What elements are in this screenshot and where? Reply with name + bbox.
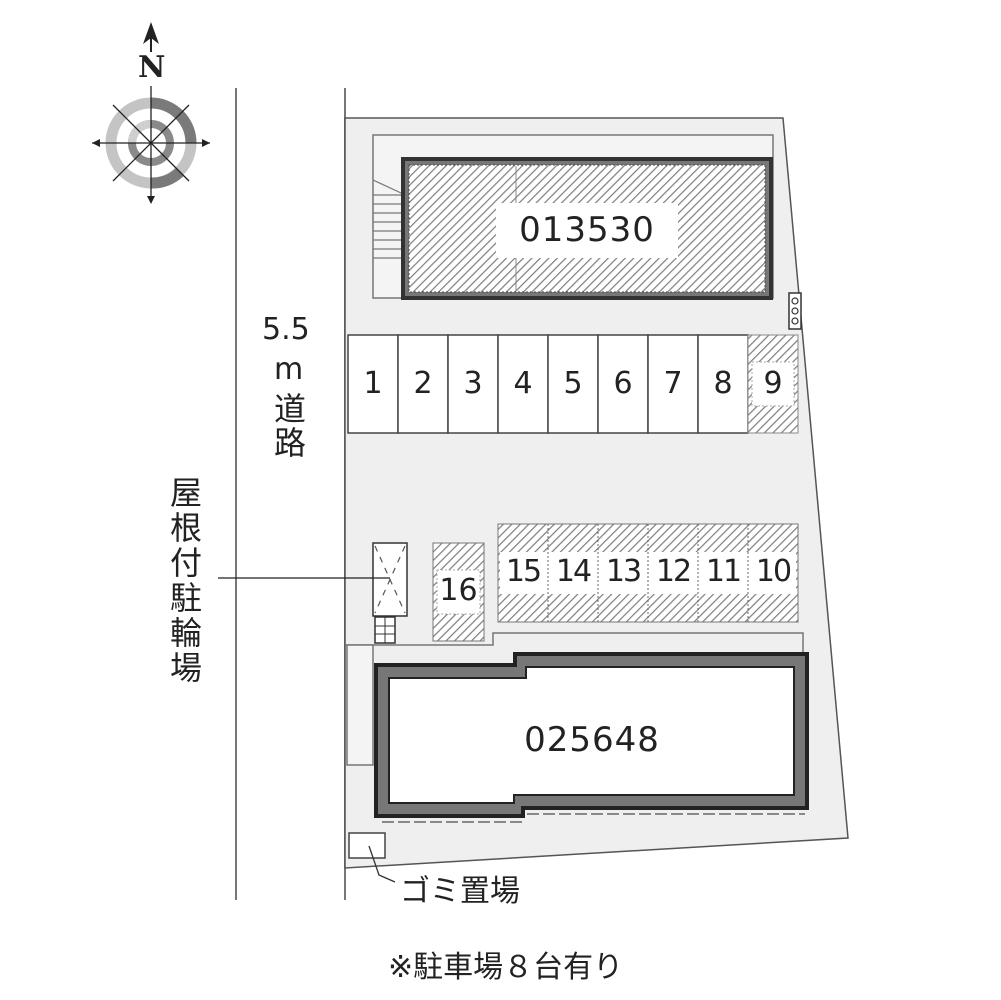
road-width-label: 5.5 xyxy=(262,312,310,347)
building-013530 xyxy=(401,157,773,300)
parking-slot-7: 7 xyxy=(663,366,683,401)
parking-slot-11: 11 xyxy=(705,554,742,589)
parking-row-top xyxy=(347,334,799,434)
parking-slot-16: 16 xyxy=(439,573,478,608)
parking-slot-15: 15 xyxy=(505,554,542,589)
road-unit-label: m xyxy=(274,352,304,387)
parking-slot-13: 13 xyxy=(605,554,642,589)
compass-north-label: N xyxy=(138,50,166,85)
parking-slot-9: 9 xyxy=(763,366,783,401)
parking-slot-10: 10 xyxy=(755,554,792,589)
parking-slot-3: 3 xyxy=(463,366,483,401)
garbage-area xyxy=(348,832,386,859)
compass-rose-icon xyxy=(92,22,210,204)
parking-slot-8: 8 xyxy=(713,366,733,401)
parking-slot-6: 6 xyxy=(613,366,633,401)
parking-slot-5: 5 xyxy=(563,366,583,401)
stairs-icon xyxy=(372,179,402,259)
meter-box-icon xyxy=(788,292,802,330)
parking-slot-12: 12 xyxy=(655,554,692,589)
parking-footnote: ※駐車場８台有り xyxy=(388,950,624,985)
garbage-label: ゴミ置場 xyxy=(400,874,520,909)
building-label-013530: 013530 xyxy=(519,210,655,250)
parking-slot-4: 4 xyxy=(513,366,533,401)
leader-line-garbage xyxy=(368,845,396,883)
parking-slot-14: 14 xyxy=(555,554,592,589)
parking-slot-1: 1 xyxy=(363,366,383,401)
parking-slot-2: 2 xyxy=(413,366,433,401)
building-025648 xyxy=(374,652,809,823)
parking-row-bottom xyxy=(432,523,799,642)
bicycle-shed xyxy=(372,542,408,644)
bicycle-parking-label: 屋根付駐輪場 xyxy=(165,476,203,686)
building-label-025648: 025648 xyxy=(524,720,660,760)
road-name-label: 道路 xyxy=(269,392,307,460)
